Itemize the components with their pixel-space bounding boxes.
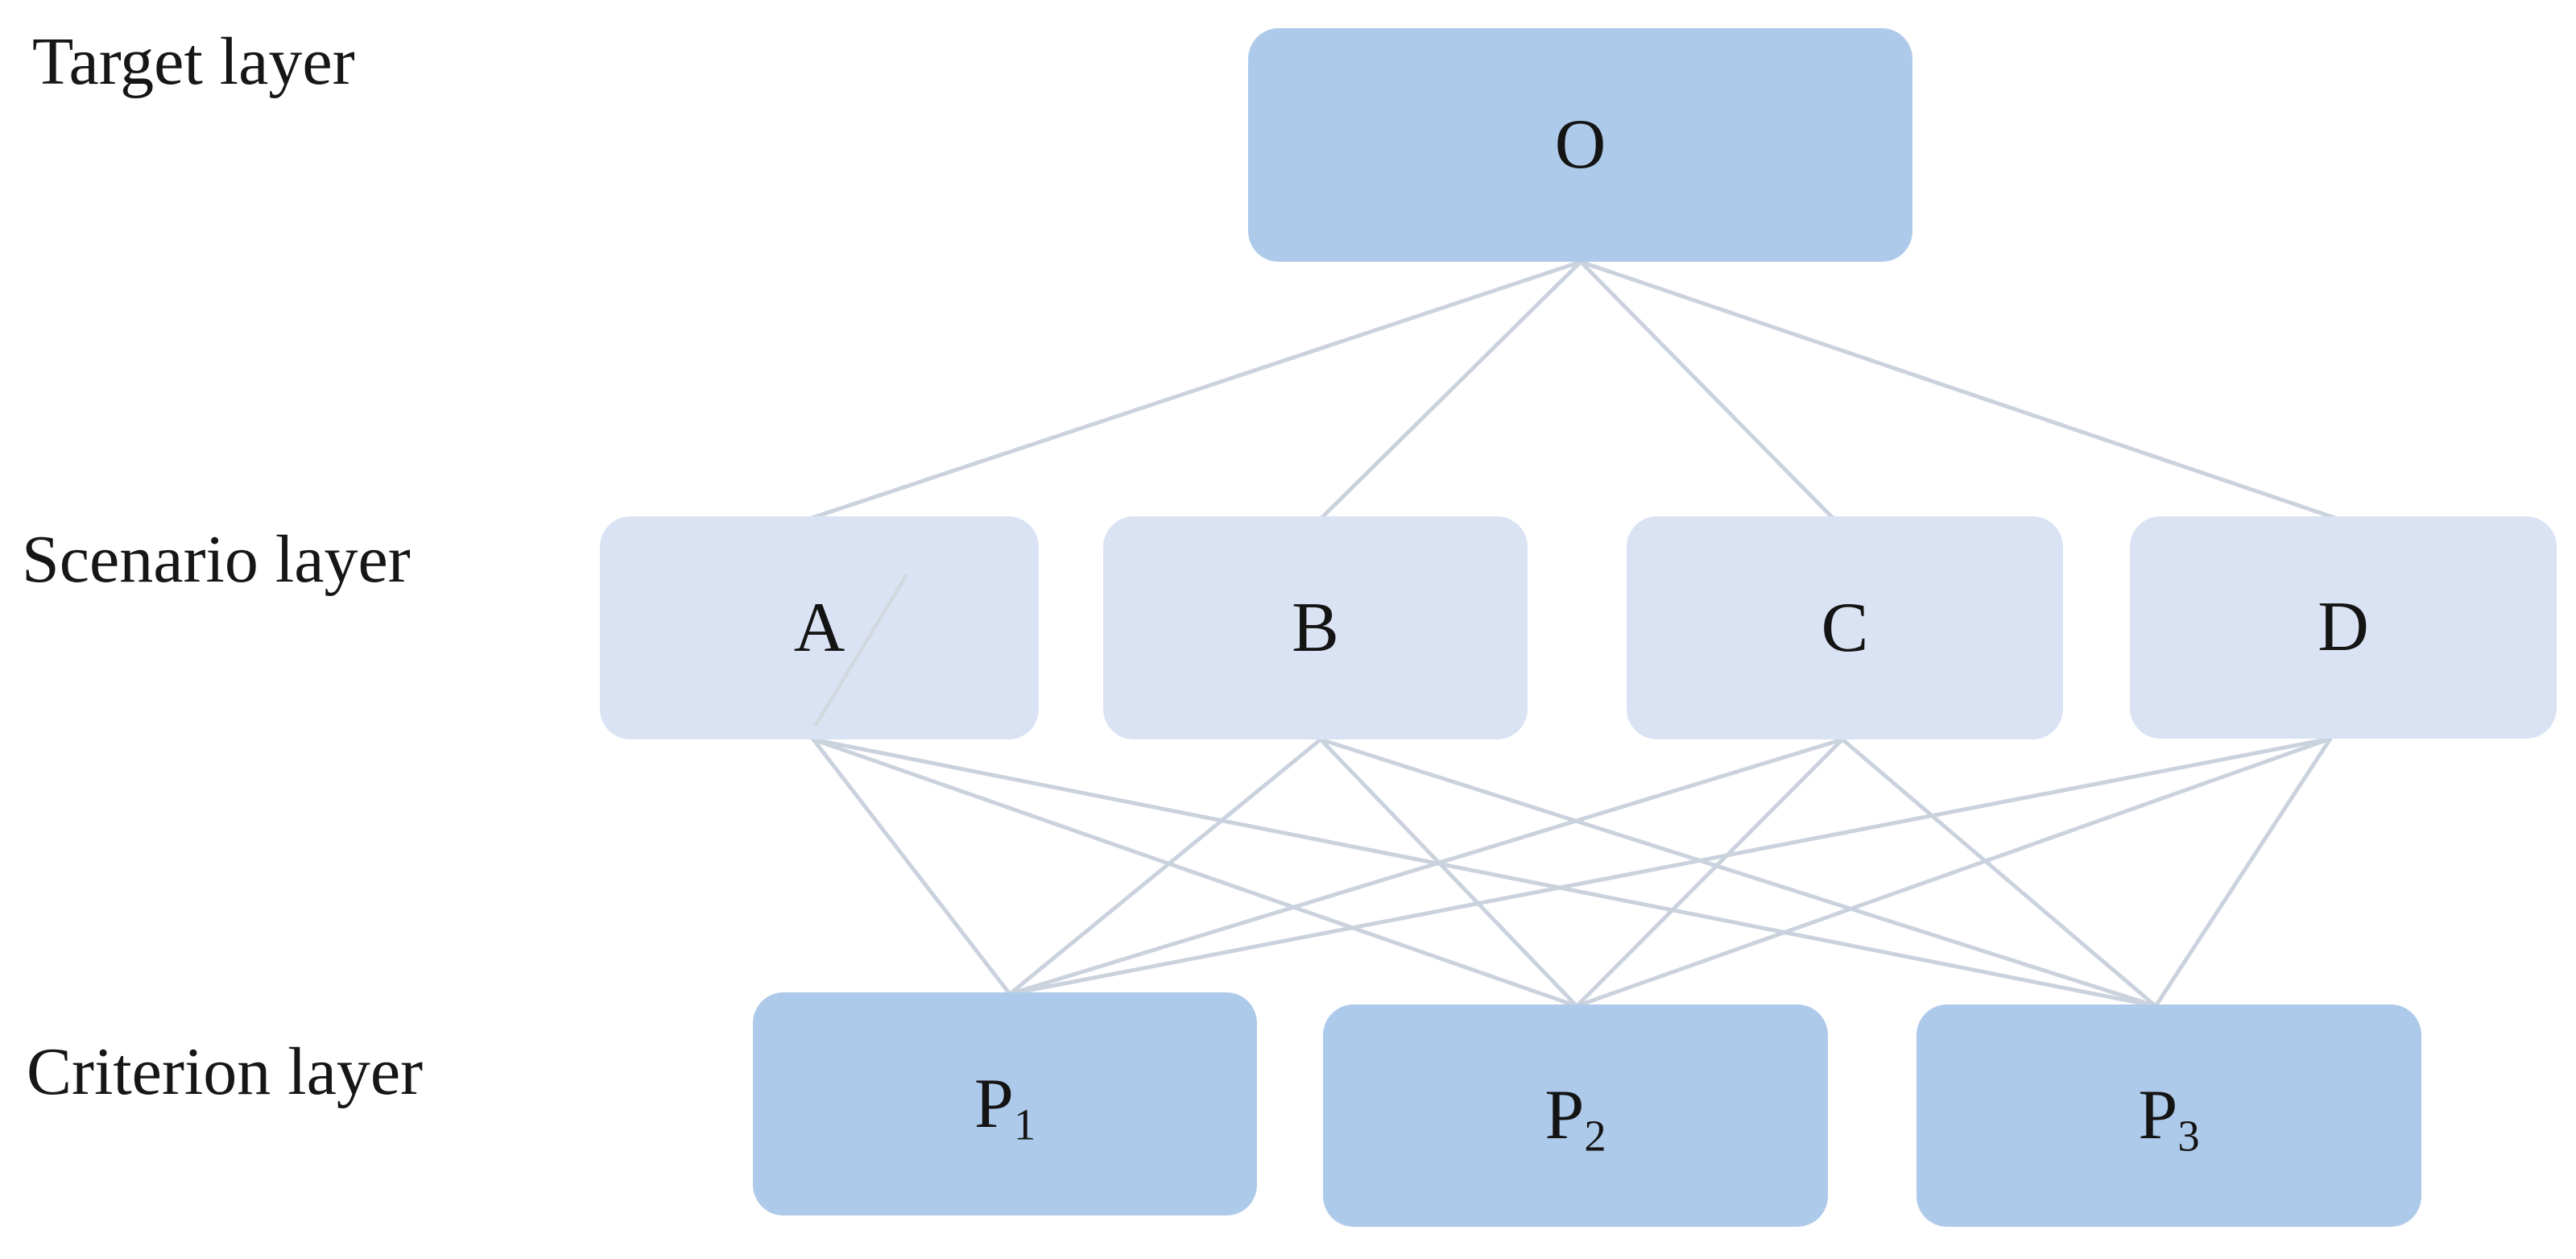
node-O-label: O xyxy=(1554,106,1606,184)
node-P3-label: P3 xyxy=(2138,1076,2200,1161)
node-O: O xyxy=(1248,28,1912,262)
edge-C-P1 xyxy=(1007,737,1845,996)
edge-D-P3 xyxy=(2153,736,2333,1008)
edge-D-P1 xyxy=(1007,736,2333,996)
node-P3: P3 xyxy=(1916,1004,2421,1227)
edge-O-D xyxy=(1578,259,2338,520)
node-D-label: D xyxy=(2318,588,2369,666)
edge-A-P3 xyxy=(811,737,2158,1008)
node-P1-label: P1 xyxy=(974,1064,1036,1149)
node-B-label: B xyxy=(1292,588,1339,667)
edge-O-B xyxy=(1319,259,1583,520)
node-B: B xyxy=(1103,516,1528,739)
edge-C-P3 xyxy=(1840,737,2158,1008)
edge-O-A xyxy=(809,259,1583,520)
edge-D-P2 xyxy=(1574,736,2333,1008)
label-scenario-layer: Scenario layer xyxy=(22,522,411,597)
label-target-layer: Target layer xyxy=(32,24,355,99)
node-C: C xyxy=(1627,516,2063,739)
node-D: D xyxy=(2130,516,2557,739)
edge-O-C xyxy=(1578,259,1835,520)
edge-C-P2 xyxy=(1574,737,1845,1008)
edge-A-P1 xyxy=(811,737,1012,996)
node-A: A xyxy=(600,516,1039,739)
node-P2-label: P2 xyxy=(1544,1076,1606,1161)
edge-B-P2 xyxy=(1318,737,1579,1008)
edge-A-P2 xyxy=(811,737,1579,1008)
edge-B-P1 xyxy=(1007,737,1323,996)
node-P2: P2 xyxy=(1323,1004,1828,1227)
edge-B-P3 xyxy=(1318,737,2158,1008)
node-A-label: A xyxy=(793,588,846,667)
label-criterion-layer: Criterion layer xyxy=(27,1034,424,1109)
node-P1: P1 xyxy=(753,992,1257,1216)
node-C-label: C xyxy=(1821,588,1869,667)
